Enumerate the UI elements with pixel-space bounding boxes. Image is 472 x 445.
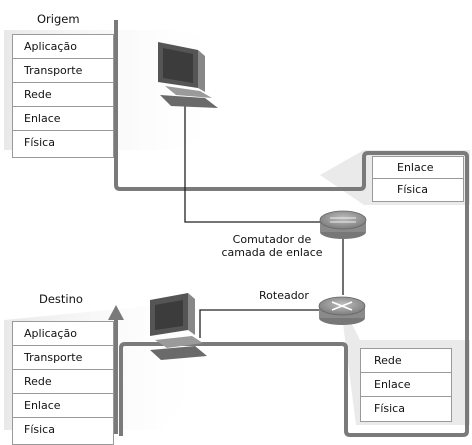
switch-icon — [319, 210, 367, 239]
switch-layer-link: Enlace — [373, 157, 463, 179]
destination-layer-application: Aplicação — [13, 322, 113, 346]
router-layer-link: Enlace — [361, 373, 451, 397]
router-layer-physical: Física — [374, 402, 405, 415]
switch-layer-physical: Física — [397, 183, 428, 196]
switch-label-line-1: Comutador de — [232, 233, 312, 246]
router-layer-network: Rede — [361, 349, 451, 373]
source-layer-network: Rede — [13, 83, 113, 107]
arrow-up-icon — [108, 305, 124, 320]
switch-label: Comutador de camada de enlace — [218, 233, 326, 259]
switch-label-line-2: camada de enlace — [221, 246, 323, 259]
destination-layer-transport: Transporte — [13, 346, 113, 370]
link-host-switch — [184, 105, 320, 223]
destination-stack: Aplicação Transporte Rede Enlace Física — [12, 321, 114, 445]
data-path — [114, 20, 469, 437]
source-layer-application: Aplicação — [13, 35, 113, 59]
router-stack: Rede Enlace Física — [360, 348, 452, 422]
destination-layer-link: Enlace — [13, 394, 113, 418]
destination-label: Destino — [39, 292, 83, 306]
source-computer-icon — [158, 42, 218, 108]
source-stack: Aplicação Transporte Rede Enlace Física — [12, 34, 114, 158]
router-label: Roteador — [259, 289, 309, 302]
destination-layer-physical: Física — [24, 423, 55, 436]
destination-layer-network: Rede — [13, 370, 113, 394]
source-layer-link: Enlace — [13, 107, 113, 131]
router-icon — [318, 296, 366, 325]
switch-stack: Enlace Física — [372, 156, 464, 202]
destination-computer-icon — [150, 293, 207, 360]
link-router-host — [199, 309, 322, 338]
source-layer-physical: Física — [24, 136, 55, 149]
source-layer-transport: Transporte — [13, 59, 113, 83]
source-label: Origem — [37, 12, 80, 26]
